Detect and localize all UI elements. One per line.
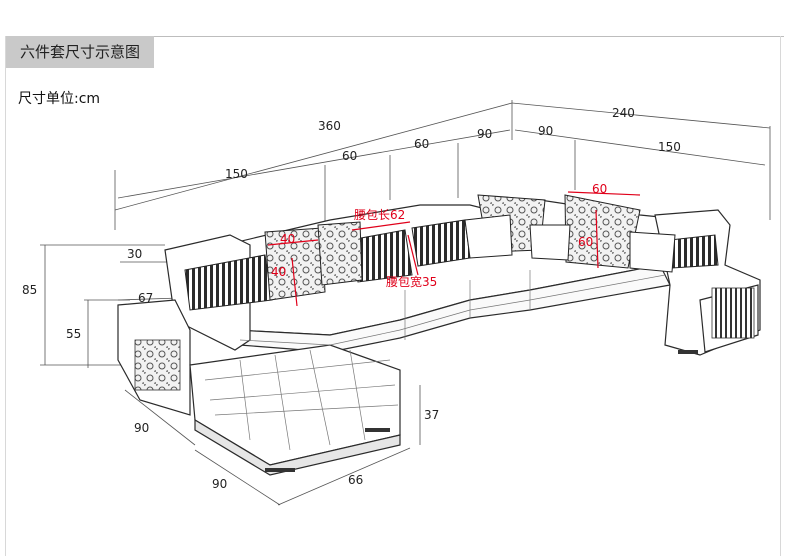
sofa-legs <box>265 350 698 472</box>
label-seg-60-b: 60 <box>414 137 429 151</box>
page-title: 六件套尺寸示意图 <box>6 36 154 68</box>
label-seg-150-left: 150 <box>225 167 248 181</box>
label-lumbar-width: 腰包宽35 <box>386 274 437 289</box>
label-chaise-66: 66 <box>348 473 363 487</box>
label-seg-90-a: 90 <box>477 127 492 141</box>
label-seg-60-a: 60 <box>342 149 357 163</box>
left-shelf-books <box>134 339 181 391</box>
striped-pillows <box>184 219 719 311</box>
label-lumbar-length: 腰包长62 <box>354 208 405 222</box>
label-pillow-60-w: 60 <box>592 182 607 196</box>
unit-label: 尺寸单位:cm <box>18 91 101 107</box>
cushion-tufting <box>204 270 666 451</box>
floral-pillows <box>264 194 641 301</box>
dimension-lines <box>40 100 771 506</box>
label-pillow-60-h: 60 <box>578 235 593 249</box>
label-total-width: 360 <box>318 119 341 133</box>
header-divider <box>6 36 784 37</box>
square-pillows <box>464 214 676 273</box>
label-leg-37: 37 <box>424 408 439 422</box>
label-pillow-40-h: 40 <box>271 265 286 279</box>
label-chaise-90: 90 <box>134 421 149 435</box>
label-seat-55: 55 <box>66 327 81 341</box>
frame-left-rule <box>5 36 6 556</box>
frame-right-rule <box>780 36 781 556</box>
label-arm-67: 67 <box>138 291 153 305</box>
red-measure-lines <box>267 191 641 307</box>
right-shelf-books <box>711 287 755 339</box>
label-seg-90-b: 90 <box>538 124 553 138</box>
label-total-width-right: 240 <box>612 106 635 120</box>
label-seg-150-right: 150 <box>658 140 681 154</box>
label-pillow-40-w: 40 <box>280 232 295 246</box>
label-height-85: 85 <box>22 283 37 297</box>
label-arm-30: 30 <box>127 247 142 261</box>
label-chaise-depth-90: 90 <box>212 477 227 491</box>
